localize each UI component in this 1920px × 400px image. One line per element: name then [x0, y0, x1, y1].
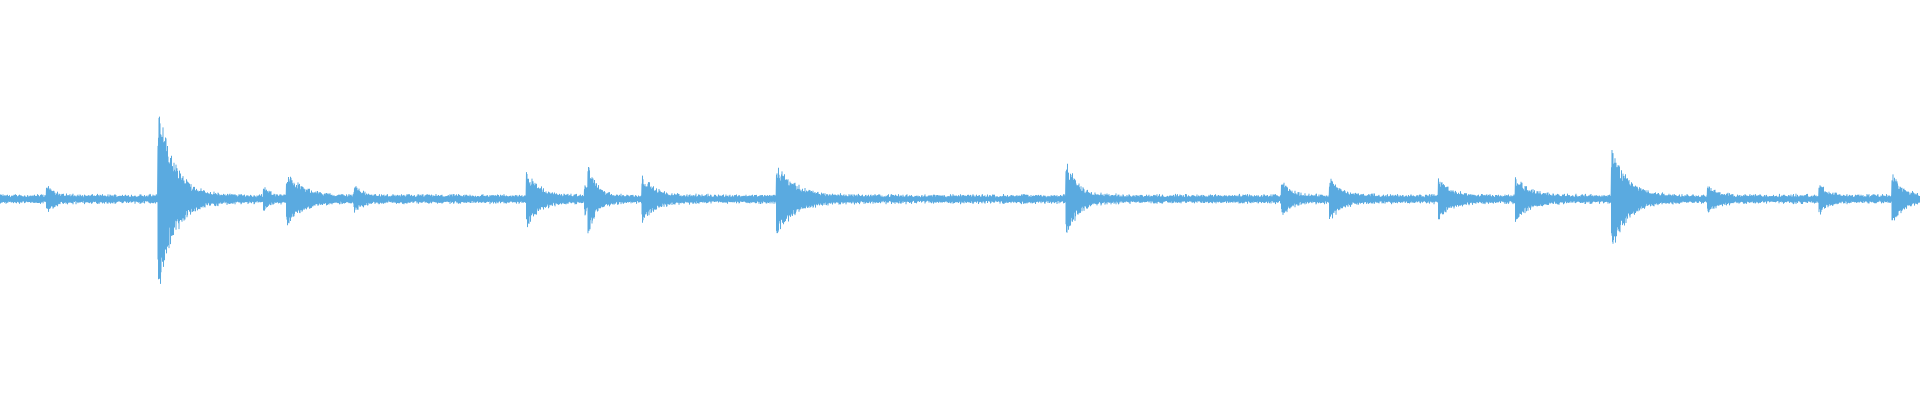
waveform-trace — [0, 116, 1920, 284]
